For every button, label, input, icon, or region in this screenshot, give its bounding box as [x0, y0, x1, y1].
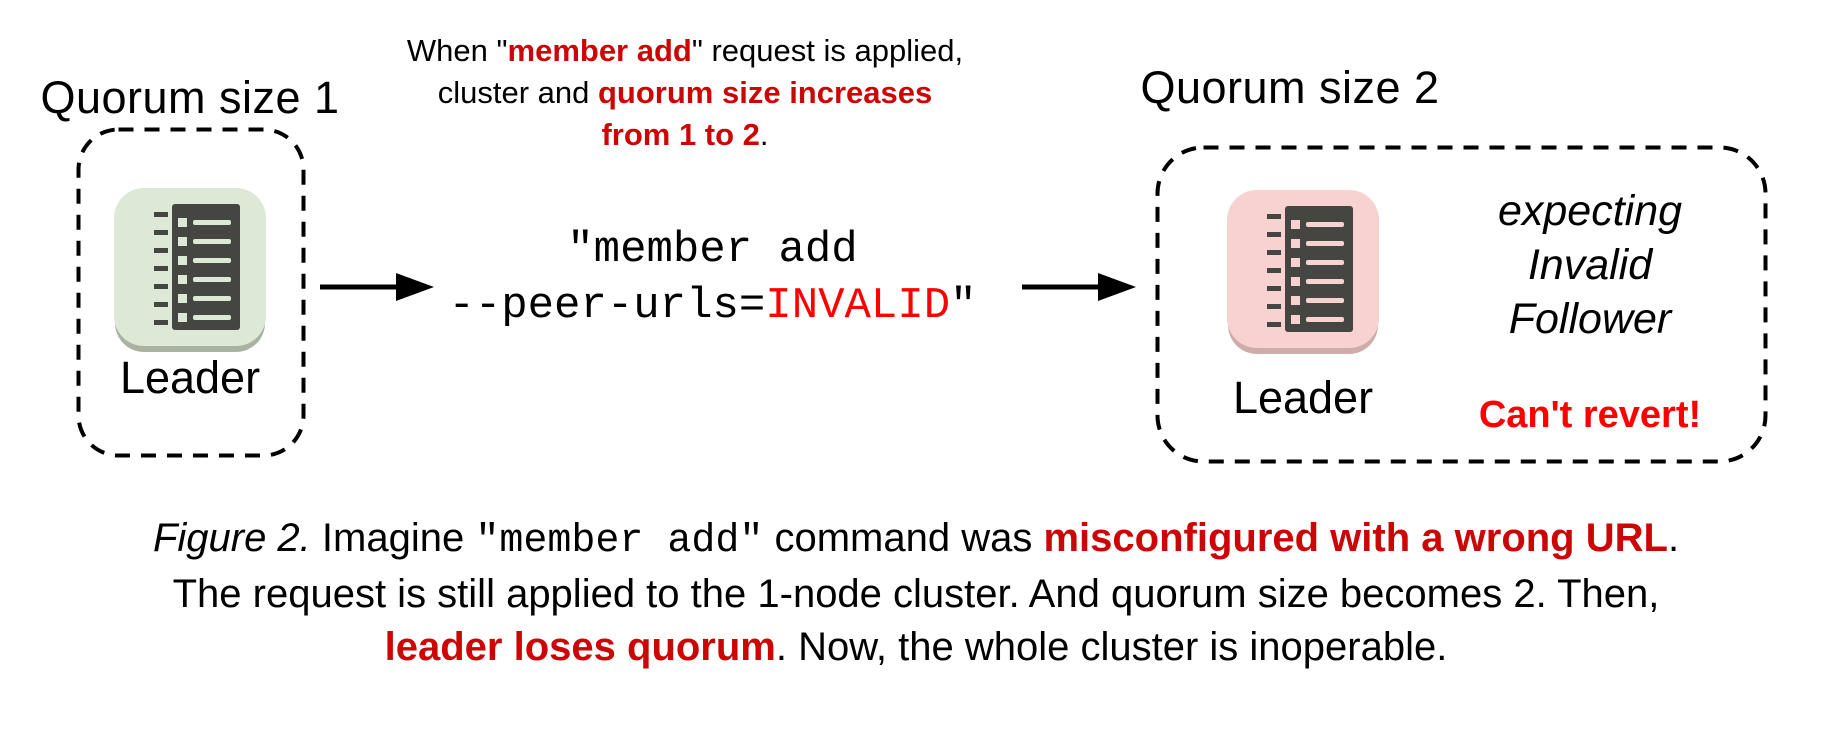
annotation-line-1: When "member add" request is applied,: [406, 33, 964, 68]
left-leader-label: Leader: [119, 352, 261, 403]
annotation-line-3: from 1 to 2.: [601, 117, 769, 152]
leader-node-pink: [1227, 190, 1379, 348]
annotation-text: When "member add" request is applied, cl…: [400, 30, 970, 156]
caption-line-3: leader loses quorum. Now, the whole clus…: [384, 625, 1448, 669]
inline-code: "member add": [475, 519, 764, 564]
right-leader-label: Leader: [1232, 372, 1374, 423]
expecting-line: expecting: [1497, 187, 1683, 235]
etcd-log-icon: [154, 204, 240, 330]
arrow-right-icon: [320, 271, 435, 303]
caption-line-2: The request is still applied to the 1-no…: [172, 572, 1660, 616]
expecting-follower-note: expecting Invalid Follower: [1425, 184, 1755, 346]
expecting-line: Follower: [1508, 295, 1672, 343]
figure-caption: Figure 2. Imagine "member add" command w…: [0, 512, 1832, 674]
annotation-line-2: cluster and quorum size increases: [437, 75, 933, 110]
arrow-right-icon: [1022, 271, 1137, 303]
caption-line-1: Figure 2. Imagine "member add" command w…: [152, 516, 1680, 564]
figure-label: Figure 2.: [152, 516, 311, 560]
command-line-1: "member add: [567, 225, 858, 275]
right-cluster-title: Quorum size 2: [1140, 62, 1440, 113]
etcd-log-icon: [1267, 206, 1353, 332]
command-line-2: --peer-urls=INVALID": [448, 281, 977, 331]
expecting-line: Invalid: [1527, 241, 1653, 289]
command-text: "member add --peer-urls=INVALID": [405, 222, 1020, 334]
left-cluster-title: Quorum size 1: [40, 72, 340, 123]
cant-revert-warning: Can't revert!: [1478, 394, 1702, 436]
leader-node-green: [114, 188, 266, 346]
